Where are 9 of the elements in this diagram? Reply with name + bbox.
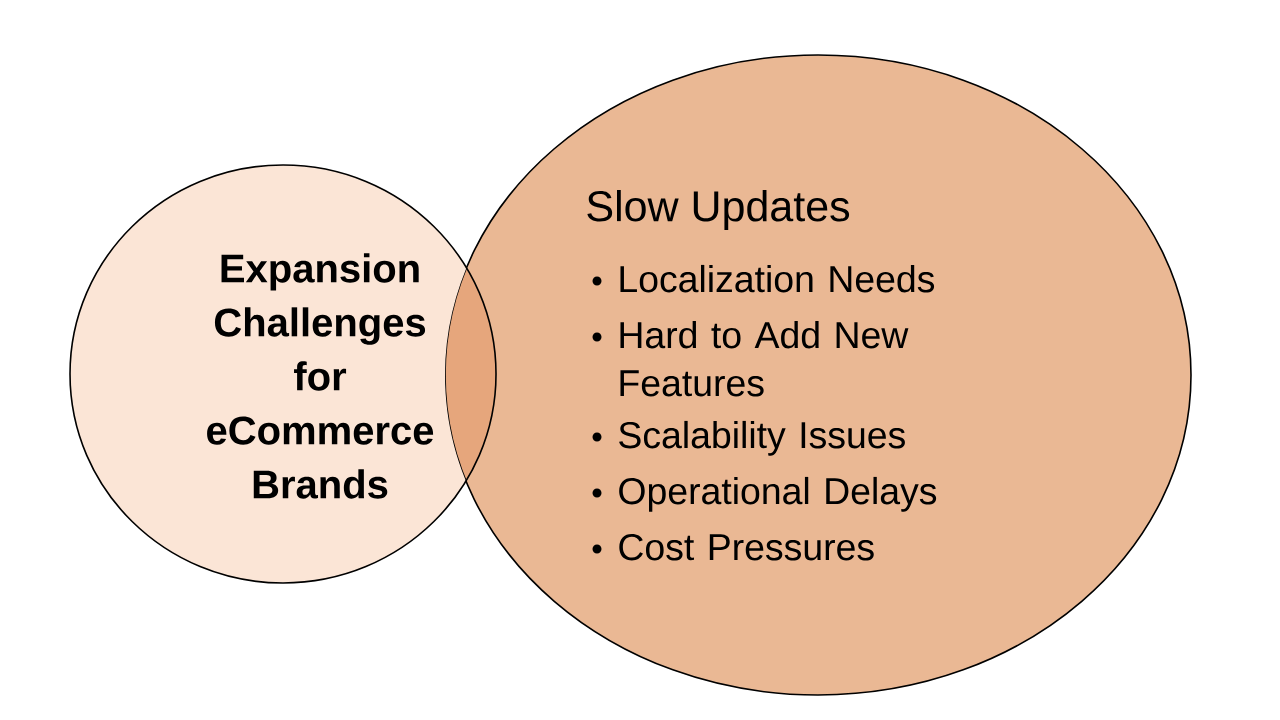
bullet-item: Hard to Add New Features xyxy=(620,320,909,397)
bullet-item: Localization Needs xyxy=(620,264,935,293)
ellipse xyxy=(444,54,1192,696)
bullet-item: Cost Pressures xyxy=(619,533,874,561)
bullet-item: Operational Delays xyxy=(619,476,937,512)
heading: Slow Updates xyxy=(587,190,850,231)
circle xyxy=(69,164,497,584)
circle-label: Expansion Challenges for eCommerce Brands xyxy=(207,253,434,499)
bullet-item: Scalability Issues xyxy=(619,420,905,456)
